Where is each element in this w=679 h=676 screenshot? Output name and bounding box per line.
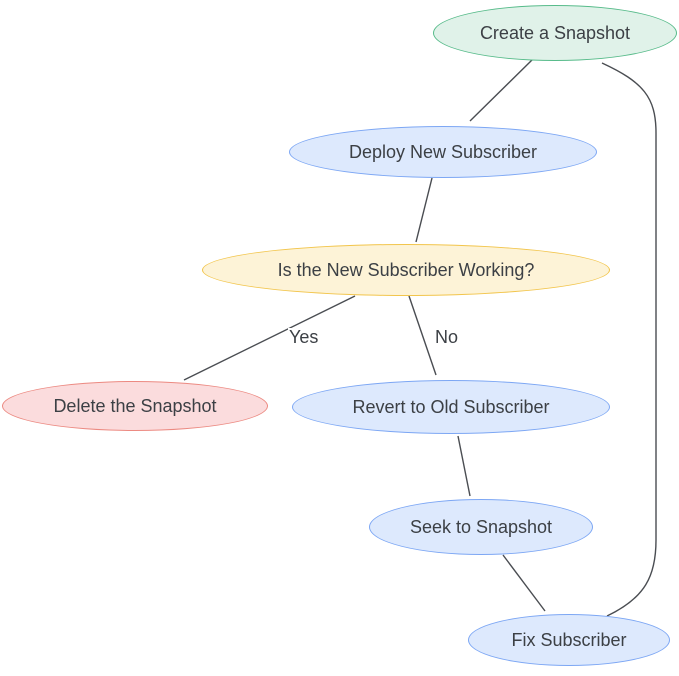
node-fix-subscriber-label: Fix Subscriber xyxy=(511,629,627,650)
edge-seek-to-fix xyxy=(502,554,546,612)
node-is-new-subscriber-working-label: Is the New Subscriber Working? xyxy=(277,259,535,280)
node-create-snapshot: Create a Snapshot xyxy=(433,5,677,61)
node-seek-to-snapshot-label: Seek to Snapshot xyxy=(409,516,553,537)
node-create-snapshot-label: Create a Snapshot xyxy=(479,22,631,43)
node-deploy-new-subscriber: Deploy New Subscriber xyxy=(289,126,597,178)
edge-create-to-deploy xyxy=(469,59,533,122)
edge-label-yes: Yes xyxy=(288,327,320,348)
edge-working-to-revert-no xyxy=(408,295,437,376)
node-deploy-new-subscriber-label: Deploy New Subscriber xyxy=(348,141,538,162)
edge-deploy-to-working xyxy=(415,177,433,243)
node-revert-to-old-subscriber-label: Revert to Old Subscriber xyxy=(352,396,550,417)
node-fix-subscriber: Fix Subscriber xyxy=(468,614,670,666)
node-seek-to-snapshot: Seek to Snapshot xyxy=(369,499,593,555)
edge-label-no: No xyxy=(434,327,460,348)
node-revert-to-old-subscriber: Revert to Old Subscriber xyxy=(292,380,610,434)
edge-working-to-delete-yes xyxy=(183,295,356,381)
edge-fix-to-create-loop xyxy=(601,62,657,617)
node-is-new-subscriber-working: Is the New Subscriber Working? xyxy=(202,244,610,296)
edge-revert-to-seek xyxy=(457,435,471,497)
node-delete-the-snapshot-label: Delete the Snapshot xyxy=(53,395,217,416)
node-delete-the-snapshot: Delete the Snapshot xyxy=(2,381,268,431)
